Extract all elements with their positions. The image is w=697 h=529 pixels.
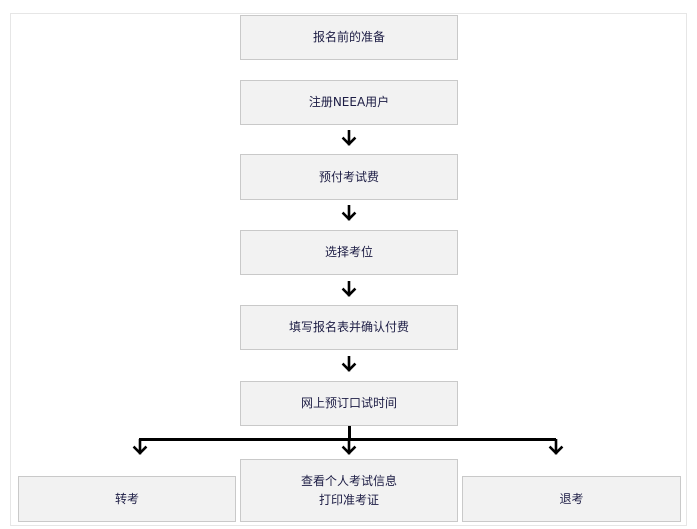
branch-horizontal-line	[139, 438, 556, 441]
branch-withdraw-label: 退考	[559, 491, 584, 506]
branch-stem-line	[348, 426, 351, 439]
branch-withdraw-box: 退考	[462, 476, 681, 522]
arrow-down-icon	[132, 439, 148, 455]
step-register-box: 注册NEEA用户	[240, 80, 458, 125]
step-preparation-box: 报名前的准备	[240, 15, 458, 60]
step-prepay-box: 预付考试费	[240, 154, 458, 200]
step-preparation-label: 报名前的准备	[312, 30, 385, 44]
arrow-down-icon	[341, 439, 357, 455]
step-book-oral-box: 网上预订口试时间	[240, 381, 458, 426]
branch-view-info-box: 查看个人考试信息 打印准考证	[240, 459, 458, 522]
branch-view-info-line1: 查看个人考试信息	[300, 473, 397, 488]
arrow-down-icon	[341, 281, 357, 297]
branch-view-info-line2: 打印准考证	[318, 492, 379, 507]
step-select-seat-label: 选择考位	[324, 245, 373, 259]
arrow-down-icon	[548, 439, 564, 455]
branch-transfer-box: 转考	[18, 476, 236, 522]
step-book-oral-label: 网上预订口试时间	[300, 396, 397, 410]
diagram-frame	[10, 13, 687, 526]
arrow-down-icon	[341, 130, 357, 146]
step-register-label: 注册NEEA用户	[308, 95, 390, 109]
step-fill-form-label: 填写报名表并确认付费	[288, 320, 409, 334]
branch-transfer-label: 转考	[114, 491, 139, 506]
arrow-down-icon	[341, 356, 357, 372]
step-fill-form-box: 填写报名表并确认付费	[240, 305, 458, 350]
step-prepay-label: 预付考试费	[318, 169, 379, 184]
step-select-seat-box: 选择考位	[240, 230, 458, 275]
arrow-down-icon	[341, 205, 357, 221]
